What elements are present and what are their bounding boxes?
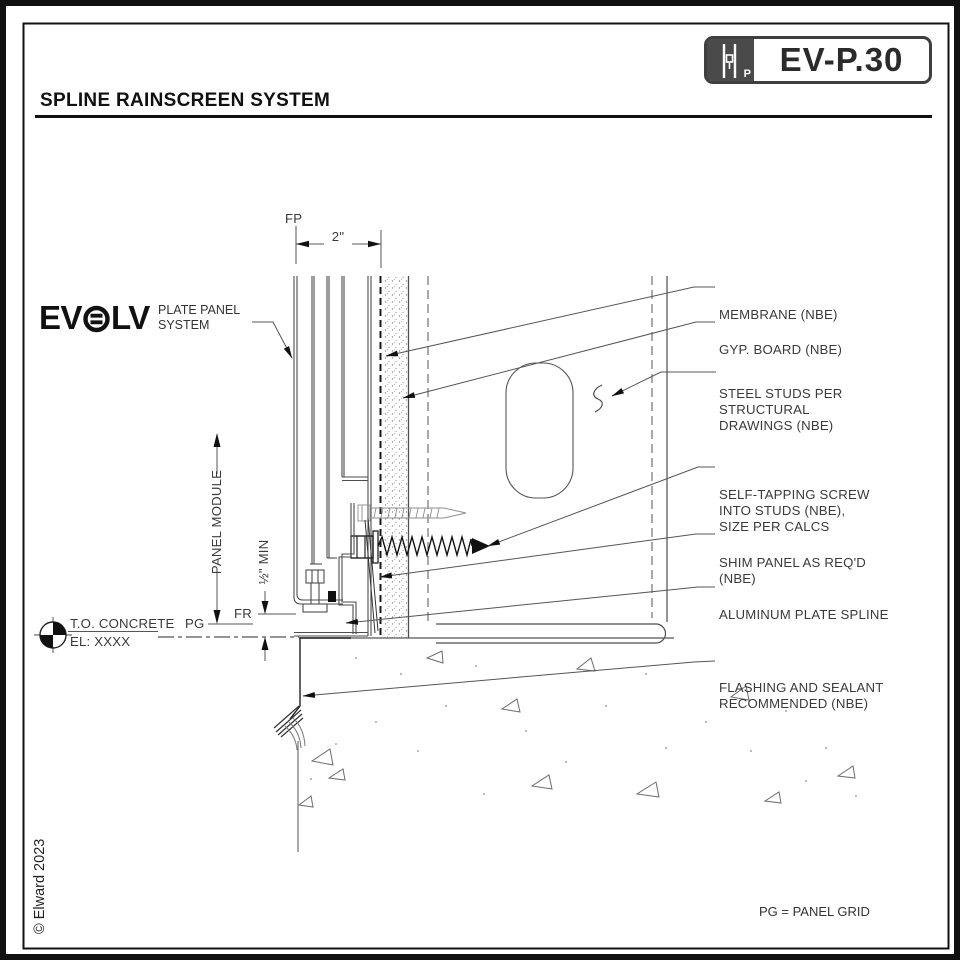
concrete-speckle-dots: [310, 657, 857, 797]
spline-clip-assembly: [302, 503, 357, 634]
callout-gyp-board: GYP. BOARD (NBE): [719, 342, 843, 357]
title-rule: [35, 115, 932, 118]
drawing-number-badge: P EV-P.30: [704, 36, 932, 84]
half-inch-min-label: ½" MIN: [256, 539, 271, 585]
abbreviation-legend: PG = PANEL GRID FP = FACE OF PANEL FR = …: [759, 904, 870, 919]
panel-module-label: PANEL MODULE: [209, 469, 224, 575]
pg-label: PG: [185, 616, 205, 631]
panel-detail-icon: P: [707, 39, 754, 81]
half-inch-dimension: [261, 591, 269, 661]
concrete-and-flashing: [273, 637, 857, 852]
callout-aluminum-plate-spline: ALUMINUM PLATE SPLINE: [719, 607, 889, 622]
steel-stud-lines: [427, 276, 668, 644]
callout-shim-panel: SHIM PANEL AS REQ'D(NBE): [719, 555, 867, 586]
top-width-dimension: [295, 226, 382, 268]
sheet-inner-border: [22, 22, 950, 950]
stud-break-squiggle: [593, 384, 603, 413]
evolv-logo: EV LV: [39, 299, 150, 336]
copyright-note: © Elward 2023: [32, 838, 48, 934]
callout-leader-lines: [252, 286, 716, 698]
aggregate-triangles: [297, 650, 856, 808]
datum-symbol: [34, 617, 72, 653]
sealant-drip-curves: [284, 717, 306, 751]
logo-wordmark-lv: LV: [111, 299, 150, 336]
badge-icon-letter: P: [743, 68, 751, 80]
fr-label: FR: [234, 606, 252, 621]
logo-wordmark-ev: EV: [39, 299, 83, 336]
hidden-screw: [357, 504, 467, 522]
width-dimension-label: 2": [331, 229, 345, 244]
logo-o-icon: [83, 305, 110, 333]
plate-panel-assembly-lines: [293, 276, 372, 637]
datum-label-line1: T.O. CONCRETE: [70, 616, 175, 631]
datum-label-line2: EL: XXXX: [70, 634, 131, 649]
self-tapping-screw: [350, 530, 490, 564]
drawing-number: EV-P.30: [779, 41, 904, 78]
gyp-board-stipple: [382, 276, 408, 638]
flashing-line: [289, 637, 351, 720]
clip-gasket-block: [328, 591, 336, 602]
detail-drawing-svg: [22, 22, 950, 950]
screw-drill-tip: [472, 538, 490, 554]
logo-leader: [252, 321, 293, 359]
sealant-hatch: [273, 705, 304, 738]
callout-membrane: MEMBRANE (NBE): [719, 307, 838, 322]
shim-lines: [364, 517, 379, 634]
page-title: SPLINE RAINSCREEN SYSTEM: [40, 90, 331, 111]
panel-module-dimension: [213, 433, 221, 624]
stud-knockout-hole: [505, 362, 574, 499]
fp-label: FP: [285, 211, 303, 226]
